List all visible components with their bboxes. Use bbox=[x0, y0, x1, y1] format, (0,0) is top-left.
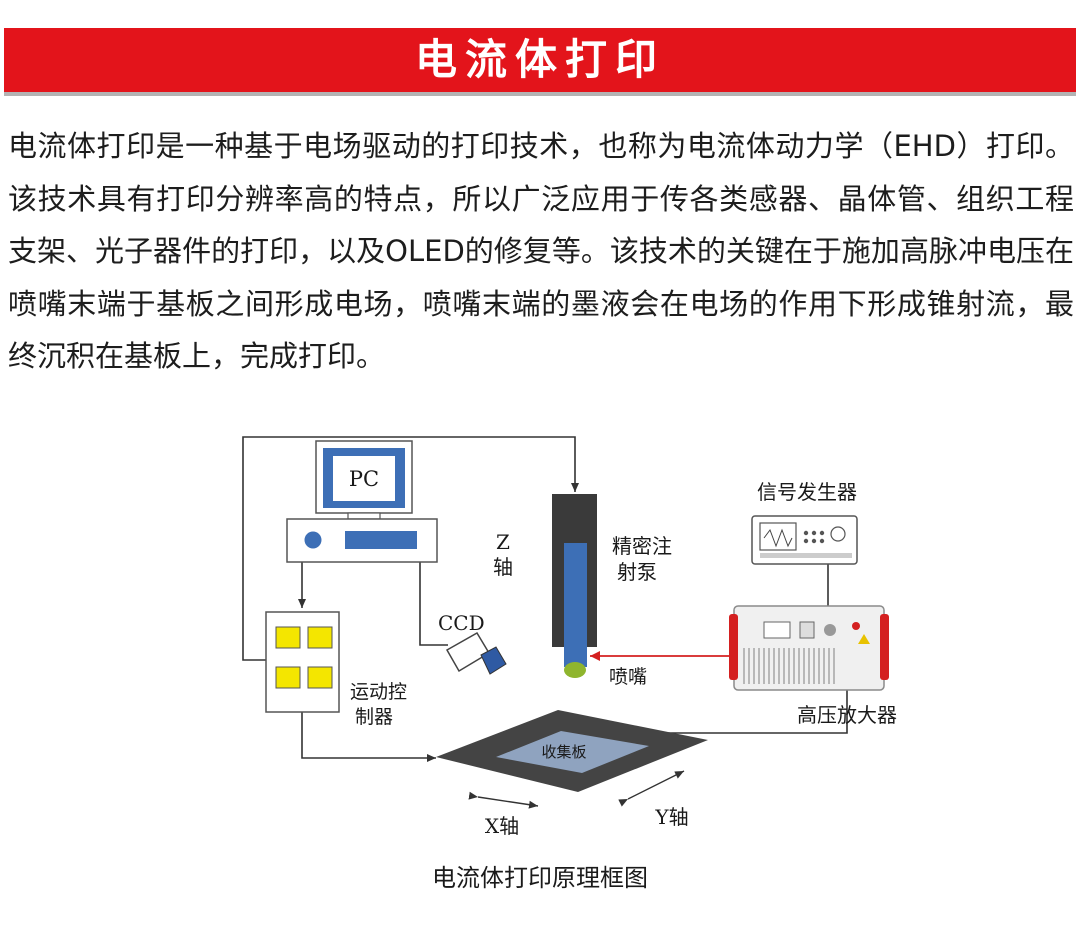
page-title: 电流体打印 bbox=[414, 35, 665, 84]
z-axis-label-suffix: 轴 bbox=[493, 555, 513, 579]
intro-paragraph: 电流体打印是一种基于电场驱动的打印技术，也称为电流体动力学（EHD）打印。该技术… bbox=[8, 129, 1074, 373]
title-banner: 电流体打印 bbox=[4, 28, 1076, 92]
collector-plate bbox=[436, 710, 708, 792]
syringe-label-line1: 精密注 bbox=[612, 534, 672, 558]
ehd-schematic-diagram: PC 运动控 制器 CCD Z 轴 精密注 射泵 喷嘴 bbox=[242, 436, 897, 838]
ccd-label: CCD bbox=[438, 611, 485, 635]
motion-controller bbox=[265, 611, 340, 713]
signal-generator bbox=[751, 515, 858, 565]
high-voltage-amplifier bbox=[729, 605, 889, 691]
nozzle-tip bbox=[564, 662, 586, 678]
nozzle-label: 喷嘴 bbox=[609, 666, 647, 688]
pc-monitor: PC bbox=[315, 440, 413, 520]
amplifier-output-terminal bbox=[852, 622, 860, 630]
y-axis-arrow bbox=[618, 770, 685, 807]
x-axis-arrow bbox=[468, 791, 539, 809]
controller-label-line2: 制器 bbox=[355, 706, 393, 728]
pc-to-ccd-line bbox=[419, 562, 448, 646]
pc-to-syringe-line bbox=[242, 436, 579, 661]
ccd-camera bbox=[445, 631, 507, 675]
diagram-caption: 电流体打印原理框图 bbox=[432, 864, 648, 892]
y-axis-label: Y轴 bbox=[654, 805, 688, 829]
amplifier-label: 高压放大器 bbox=[797, 703, 897, 727]
z-axis-label: Z bbox=[496, 530, 510, 554]
pc-base bbox=[286, 518, 438, 563]
controller-to-plate-line bbox=[301, 712, 436, 762]
precision-syringe-pump bbox=[552, 494, 597, 678]
pc-drive-slot bbox=[345, 531, 417, 549]
controller-label-line1: 运动控 bbox=[350, 681, 407, 703]
signal-generator-label: 信号发生器 bbox=[757, 480, 857, 504]
collector-label: 收集板 bbox=[541, 743, 586, 761]
x-axis-label: X轴 bbox=[485, 814, 519, 838]
pc-power-indicator bbox=[304, 531, 322, 549]
syringe-label-line2: 射泵 bbox=[617, 560, 657, 584]
pc-label: PC bbox=[349, 467, 379, 491]
